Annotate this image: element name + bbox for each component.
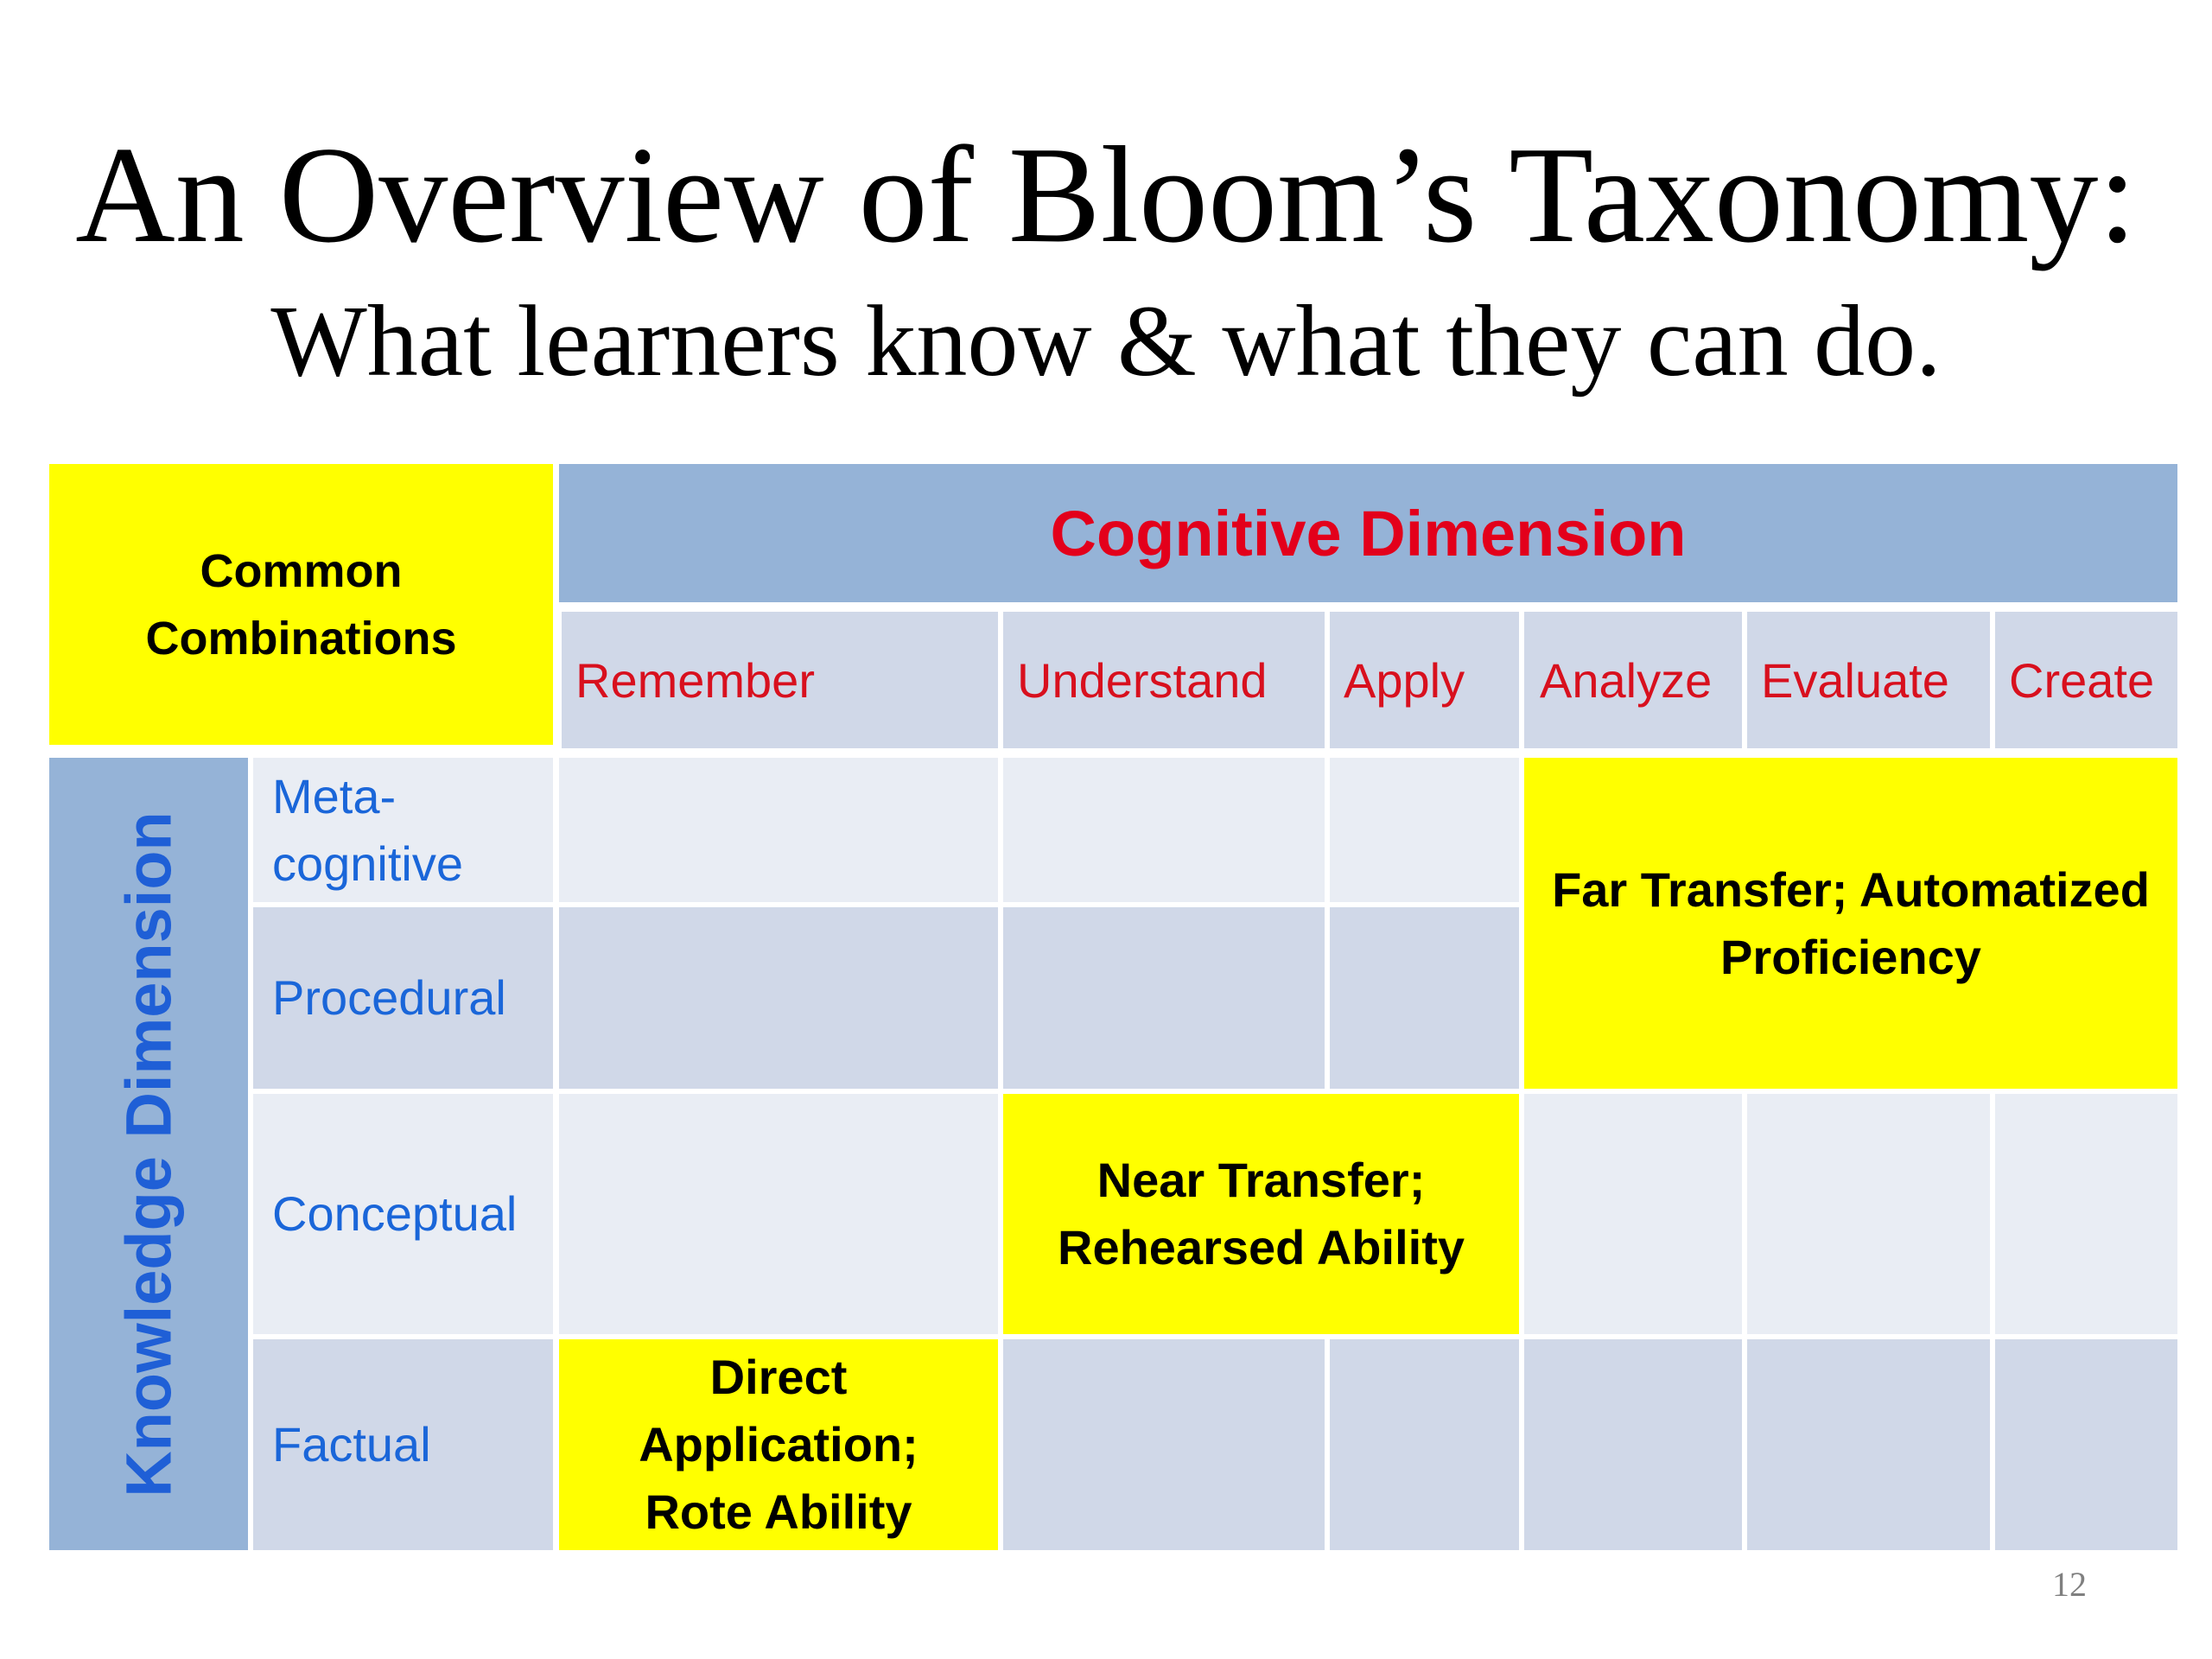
level-remember: Remember xyxy=(562,612,998,748)
row-label-text: Conceptual xyxy=(272,1186,518,1241)
row-label-text: Meta-cognitive xyxy=(272,768,464,891)
direct-application-label: Direct Application; Rote Ability xyxy=(639,1350,918,1539)
level-apply: Apply xyxy=(1330,612,1519,748)
far-transfer-cell: Far Transfer; Automatized Proficiency xyxy=(1524,758,2177,1089)
slide-title: An Overview of Bloom’s Taxonomy: xyxy=(75,118,2137,271)
cognitive-dimension-label: Cognitive Dimension xyxy=(1050,497,1687,569)
level-label: Apply xyxy=(1344,652,1465,708)
grid-cell xyxy=(1330,907,1519,1089)
page-number: 12 xyxy=(2052,1565,2087,1604)
grid-cell xyxy=(1330,1339,1519,1550)
grid-cell xyxy=(1747,1339,1990,1550)
grid-cell xyxy=(559,1094,998,1334)
level-understand: Understand xyxy=(1003,612,1325,748)
row-label-procedural: Procedural xyxy=(253,907,553,1089)
level-analyze: Analyze xyxy=(1524,612,1742,748)
level-evaluate: Evaluate xyxy=(1747,612,1990,748)
near-transfer-cell: Near Transfer; Rehearsed Ability xyxy=(1003,1094,1519,1334)
level-label: Understand xyxy=(1017,652,1268,708)
level-label: Evaluate xyxy=(1761,652,1949,708)
level-label: Remember xyxy=(575,652,815,708)
direct-application-cell: Direct Application; Rote Ability xyxy=(559,1339,998,1550)
grid-cell xyxy=(1003,758,1325,902)
level-label: Analyze xyxy=(1540,652,1713,708)
grid-cell xyxy=(559,758,998,902)
grid-cell xyxy=(1003,907,1325,1089)
grid-cell xyxy=(1524,1094,1742,1334)
grid-cell xyxy=(1003,1339,1325,1550)
level-create: Create xyxy=(1995,612,2177,748)
grid-cell xyxy=(1524,1339,1742,1550)
row-label-text: Factual xyxy=(272,1417,431,1471)
row-label-text: Procedural xyxy=(272,970,506,1025)
near-transfer-label: Near Transfer; Rehearsed Ability xyxy=(1058,1153,1465,1274)
row-label-metacognitive: Meta-cognitive xyxy=(253,758,553,902)
row-label-conceptual: Conceptual xyxy=(253,1094,553,1334)
row-label-factual: Factual xyxy=(253,1339,553,1550)
far-transfer-label: Far Transfer; Automatized Proficiency xyxy=(1552,861,2150,984)
knowledge-dimension-label: Knowledge Dimension xyxy=(112,810,185,1497)
grid-cell xyxy=(559,907,998,1089)
level-label: Create xyxy=(2009,652,2155,708)
common-combinations-header: Common Combinations xyxy=(49,464,553,745)
grid-cell xyxy=(1995,1094,2177,1334)
slide-subtitle: What learners know & what they can do. xyxy=(270,284,1942,397)
grid-cell xyxy=(1995,1339,2177,1550)
cognitive-dimension-header: Cognitive Dimension xyxy=(559,464,2177,602)
grid-cell xyxy=(1747,1094,1990,1334)
grid-cell xyxy=(1330,758,1519,902)
knowledge-dimension-header: Knowledge Dimension xyxy=(49,758,248,1550)
common-combinations-label: Common Combinations xyxy=(145,544,457,664)
